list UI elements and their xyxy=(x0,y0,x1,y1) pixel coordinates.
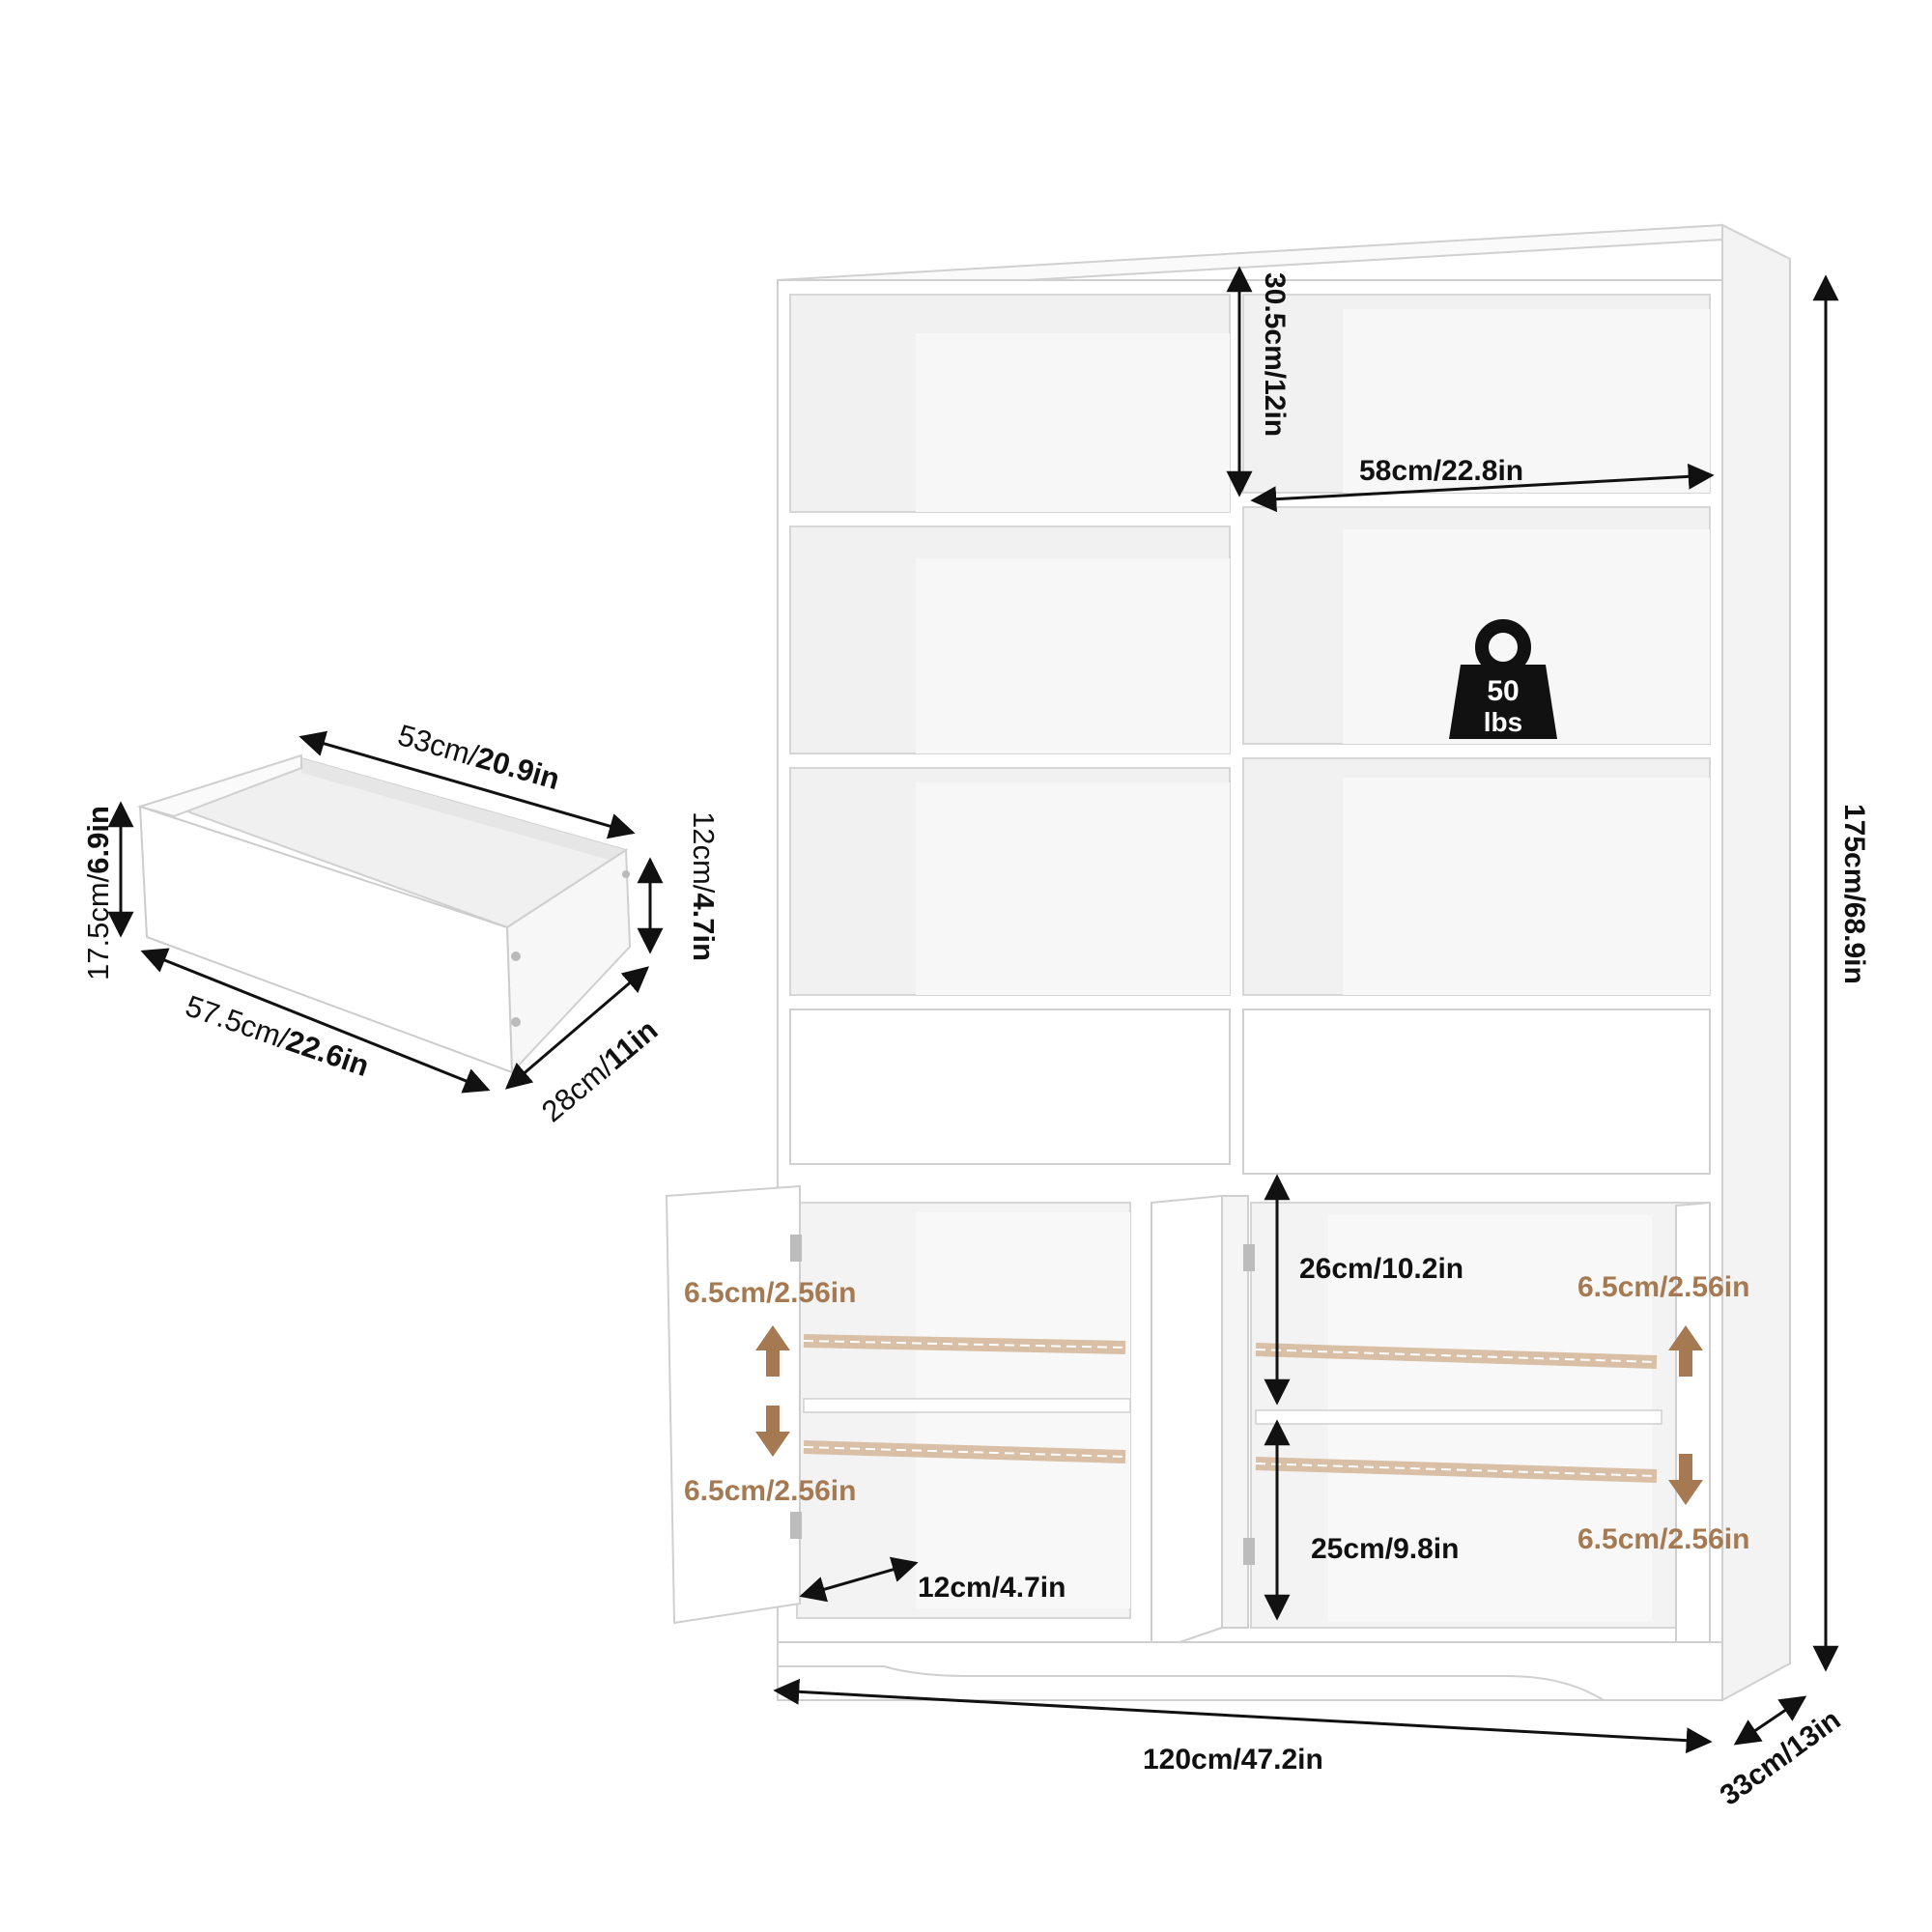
drawer-width-top-label: 53cm/20.9in xyxy=(394,718,563,796)
cubby xyxy=(1242,506,1711,745)
shelf-adjust-arrow-left-up xyxy=(755,1325,790,1377)
cubby xyxy=(1242,294,1711,494)
lower-shelf-right xyxy=(1255,1409,1662,1425)
drawer-height-inner-label: 12cm/4.7in xyxy=(687,811,721,961)
cabinet-dimension-arrows xyxy=(773,266,1839,1754)
cabinet-door-center-right-open xyxy=(1221,1195,1249,1629)
depth-arrow xyxy=(1733,1695,1807,1746)
adjustable-shelf-positions xyxy=(803,1334,1658,1483)
cabinet-drawer-front-left xyxy=(789,1009,1231,1165)
drawer-depth-arrow xyxy=(504,966,650,1090)
drawer-height-outer-label: 17.5cm/6.9in xyxy=(81,806,115,980)
weight-value: 50 xyxy=(1487,675,1519,707)
drawer-depth-label: 28cm/11in xyxy=(535,1013,664,1129)
weight-unit: lbs xyxy=(1484,707,1522,737)
cabinet-upper-height-label: 26cm/10.2in xyxy=(1299,1253,1463,1285)
lower-shelf-left xyxy=(803,1398,1131,1413)
open-shelf-grid xyxy=(789,294,1711,996)
depth-label: 33cm/13in xyxy=(1715,1704,1847,1812)
shelf-adjust-left-down-label: 6.5cm/2.56in xyxy=(684,1475,856,1507)
kettlebell-weight-icon: 50 lbs xyxy=(1449,619,1557,739)
shelf-adjust-arrow-left-down xyxy=(755,1406,790,1457)
cube-width-label: 58cm/22.8in xyxy=(1359,455,1523,487)
door-depth-arrow xyxy=(799,1556,919,1603)
drawer-width-bottom-arrow xyxy=(140,948,491,1094)
shelf-adjust-right-down-label: 6.5cm/2.56in xyxy=(1577,1523,1749,1555)
drawer-screw xyxy=(511,1017,521,1027)
cabinet-door-center-left-open xyxy=(1151,1194,1223,1654)
shelf-adjust-right-up-label: 6.5cm/2.56in xyxy=(1577,1271,1749,1303)
drawer-screw xyxy=(622,870,630,878)
total-width-label: 120cm/47.2in xyxy=(1143,1744,1323,1776)
shelf-adjust-arrow-right-up xyxy=(1668,1325,1703,1377)
cube-height-label: 30.5cm/12in xyxy=(1259,272,1291,437)
door-hinge xyxy=(790,1235,802,1262)
drawer-screw xyxy=(511,952,521,961)
cabinet-door-left-open xyxy=(665,1184,801,1625)
door-hinge xyxy=(1243,1244,1255,1271)
door-hinge xyxy=(1243,1538,1255,1565)
cubby xyxy=(789,767,1231,996)
total-width-arrow xyxy=(773,1678,1713,1754)
shelf-adjust-arrow-right-down xyxy=(1668,1454,1703,1505)
door-depth-label: 12cm/4.7in xyxy=(918,1572,1065,1604)
cabinet-lower-height-label: 25cm/9.8in xyxy=(1311,1533,1459,1565)
cabinet-side-panel xyxy=(1721,223,1791,1702)
cabinet-illustration xyxy=(665,223,1791,1702)
cube-width-arrow xyxy=(1250,463,1715,513)
drawer-dimension-arrows xyxy=(107,730,664,1094)
shelf-adjust-left-up-label: 6.5cm/2.56in xyxy=(684,1277,856,1309)
cubby xyxy=(1242,757,1711,996)
cubby xyxy=(789,294,1231,513)
total-height-label: 175cm/68.9in xyxy=(1838,804,1870,984)
cabinet-drawer-front-right xyxy=(1242,1009,1711,1175)
cubby xyxy=(789,526,1231,754)
drawer-width-top-arrow xyxy=(298,730,636,839)
door-hinge xyxy=(790,1512,802,1539)
